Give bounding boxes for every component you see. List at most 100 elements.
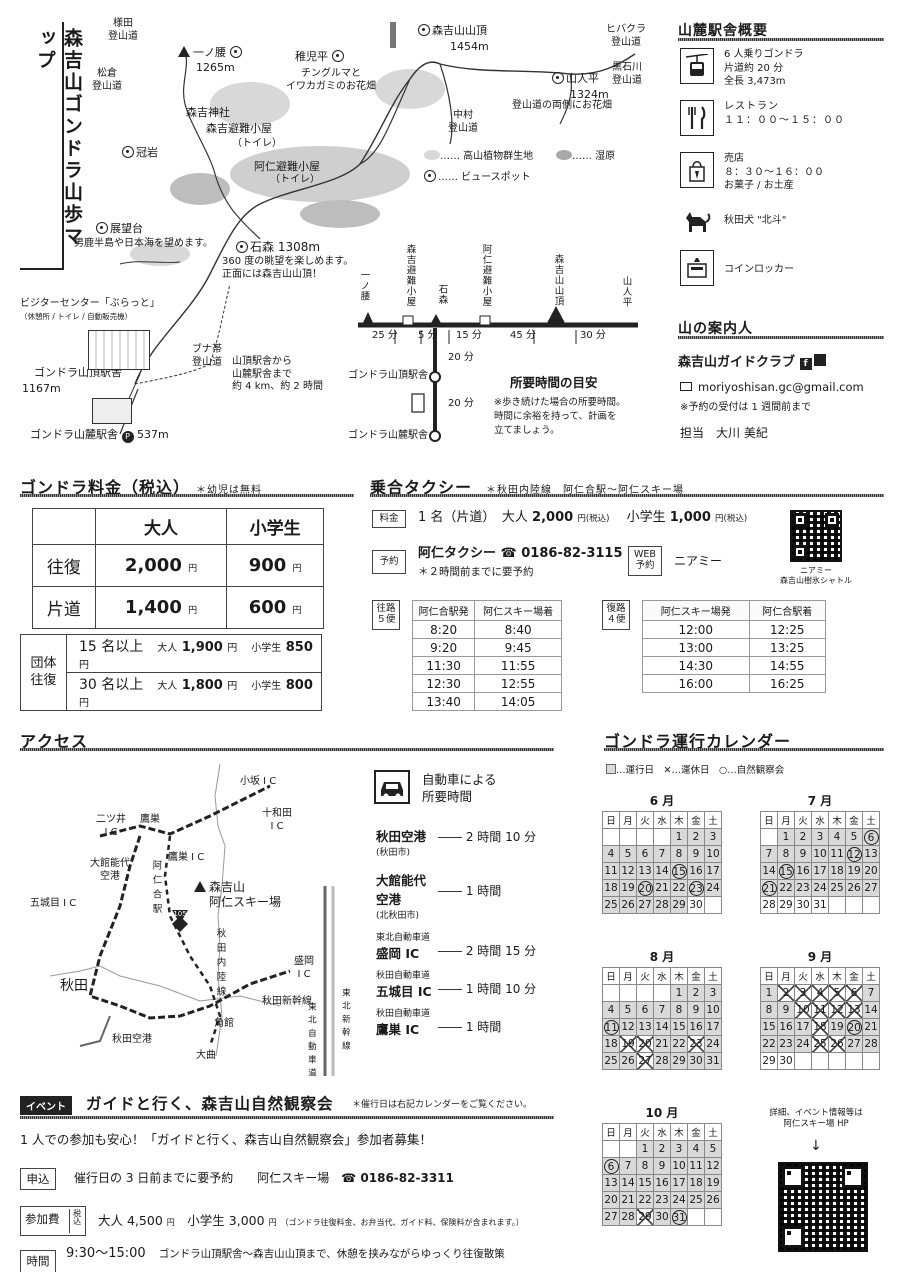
map-label-towada: 十和田 I C [262, 808, 292, 832]
calendar-day: 14 [862, 1001, 880, 1019]
calendar-day: 22 [670, 879, 688, 897]
calendar-day: 14 [653, 862, 671, 880]
calendar-empty-cell [602, 828, 620, 846]
weekday-header: 土 [862, 967, 880, 985]
calendar-day: 1 [670, 828, 688, 846]
camera-icon [418, 24, 430, 36]
legend-marsh: …… 湿原 [556, 150, 615, 164]
calendar-day: 21 [862, 1018, 880, 1036]
label-hut2-note: （トイレ） [270, 174, 320, 185]
calendar-empty-cell [602, 984, 620, 1002]
profile-point-hut1: 森吉避難小屋 [404, 244, 416, 307]
facebook-icon[interactable]: f [799, 358, 812, 370]
taxi-web-name: ニアミー [674, 554, 723, 568]
qr-caption-taxi: ニアミー 森吉山樹氷シャトル [780, 566, 852, 585]
event-time-text: 9:30～15:00 ゴンドラ山頂駅舎～森吉山山頂まで、休憩を挟みながらゆっくり… [66, 1246, 505, 1261]
camera-icon [96, 222, 108, 234]
weekday-header: 水 [653, 811, 671, 829]
calendar-day: 24 [794, 1035, 812, 1053]
group-fare-table: 団体 往復 15 名以上 大人 1,900 円 小学生 850 円 30 名以上… [20, 634, 322, 711]
calendar-day: 7 [619, 1157, 637, 1175]
calendar-day: 24 [811, 879, 829, 897]
calendar-day: 27 [845, 1035, 863, 1053]
fare-col-adult: 大人 [94, 508, 228, 545]
guide-club-email[interactable]: moriyoshisan.gc@gmail.com [680, 380, 864, 394]
calendar-day: 23 [777, 1035, 795, 1053]
calendar-day: 30 [687, 1052, 705, 1070]
calendar-day: 10 [670, 1157, 688, 1175]
map-label-omagari: 大曲 [196, 1050, 216, 1061]
weekday-header: 金 [687, 1123, 705, 1141]
taxi-reserve-label: 予約 [372, 550, 406, 574]
calendar-day: 31 [670, 1208, 688, 1226]
weekday-header: 土 [862, 811, 880, 829]
weekday-header: 水 [653, 1123, 671, 1141]
facility-gondola-text: 6 人乗りゴンドラ 片道約 20 分 全長 3,473m [724, 49, 804, 87]
calendar-day: 15 [760, 1018, 778, 1036]
calendar-empty-cell [619, 1140, 637, 1158]
calendar-day: 24 [704, 879, 722, 897]
locker-icon [680, 250, 714, 286]
access-title: アクセス [20, 732, 89, 751]
weekday-header: 水 [653, 967, 671, 985]
label-ichinokoshi-alt: 1265m [196, 61, 235, 74]
profile-down-time-2: 20 分 [448, 398, 474, 409]
label-chigo: 稚児平 [295, 50, 346, 64]
calendar-day: 27 [636, 896, 654, 914]
calendar-day: 10 [704, 845, 722, 863]
event-title: ガイドと行く、森吉山自然観察会 [86, 1095, 334, 1113]
calendar-day: 9 [794, 845, 812, 863]
qr-code-ski-area[interactable] [778, 1162, 868, 1252]
label-tenbo-note: 男鹿半島や日本海を望めます。 [74, 238, 213, 249]
calendar-day: 2 [687, 828, 705, 846]
calendar-day: 13 [845, 1001, 863, 1019]
calendar-day: 26 [828, 1035, 846, 1053]
twitter-icon[interactable] [813, 354, 826, 366]
calendar-day: 31 [811, 896, 829, 914]
profile-down-time-1: 20 分 [448, 352, 474, 363]
calendar-day: 27 [636, 1052, 654, 1070]
taxi-reserve-note: ＊２時間前までに要予約 [418, 566, 534, 578]
calendar-day: 19 [828, 1018, 846, 1036]
group-row-15: 団体 往復 15 名以上 大人 1,900 円 小学生 850 円 [20, 634, 322, 711]
calendar-day: 17 [704, 862, 722, 880]
calendar-day: 17 [811, 862, 829, 880]
weekday-header: 木 [670, 967, 688, 985]
calendar-day: 6 [862, 828, 880, 846]
calendar-day: 27 [862, 879, 880, 897]
group-row-30: 30 名以上 大人 1,800 円 小学生 800 円 [21, 672, 322, 711]
label-buna-trail: ブナ帯 登山道 [192, 344, 222, 368]
weekday-header: 日 [602, 967, 620, 985]
calendar-day: 28 [653, 896, 671, 914]
calendar-empty-cell [619, 828, 637, 846]
camera-icon [229, 46, 242, 58]
taxi-reserve-company: 阿仁タクシー ☎ 0186-82-3115 [418, 546, 623, 561]
event-apply-label: 申込 [20, 1168, 56, 1190]
weekday-header: 日 [760, 811, 778, 829]
shop-icon [680, 152, 714, 188]
calendar-day: 11 [602, 862, 620, 880]
calendar-day: 13 [602, 1174, 620, 1192]
calendar-day: 4 [811, 984, 829, 1002]
profile-top-station: ゴンドラ山頂駅舎 [348, 370, 428, 381]
camera-icon [552, 72, 564, 84]
calendar-day: 31 [704, 1052, 722, 1070]
profile-time-2: 15 分 [456, 330, 482, 341]
calendar-day: 24 [704, 1035, 722, 1053]
calendar-title: ゴンドラ運行カレンダー [604, 732, 792, 751]
list-item: 秋田自動車道鷹巣 IC ―― 1 時間 [376, 1009, 502, 1037]
mail-icon [680, 382, 692, 391]
map-label-akita: 秋田 [60, 978, 88, 994]
map-label-shinkansen: 秋田新幹線 [262, 996, 312, 1007]
profile-point-yamahito: 山人平 [620, 276, 632, 308]
calendar-day: 22 [777, 879, 795, 897]
list-item: 秋田空港(秋田市) ―― 2 時間 10 分 [376, 829, 537, 858]
calendar-day: 21 [619, 1191, 637, 1209]
calendar-day: 8 [760, 1001, 778, 1019]
qr-code-taxi[interactable] [790, 510, 842, 562]
calendar-day: 15 [670, 862, 688, 880]
taxi-fare-label: 料金 [372, 510, 406, 528]
